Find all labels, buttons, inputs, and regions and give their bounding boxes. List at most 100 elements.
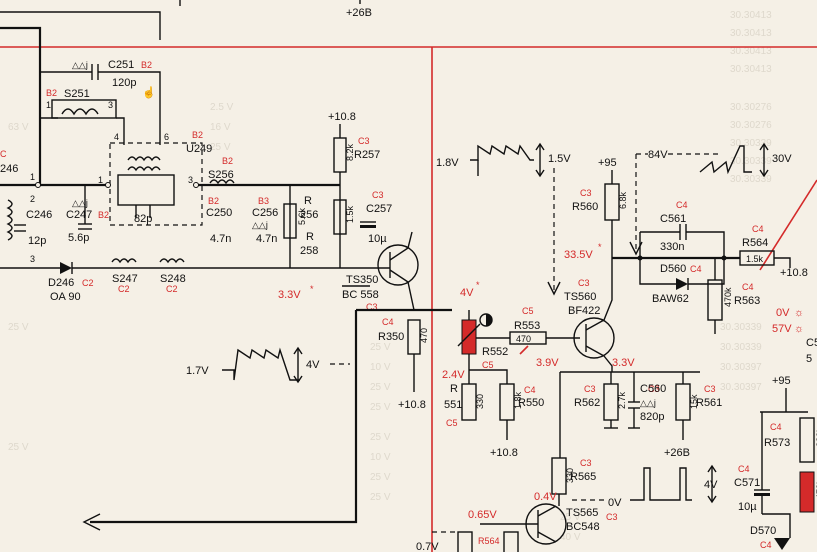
svg-text:*: * [310,284,314,294]
svg-text:6.8k: 6.8k [618,191,628,209]
svg-text:C5: C5 [482,360,494,370]
svg-text:C3: C3 [606,512,618,522]
r553-resistor: C5 R553 470 3.9V [476,306,580,369]
svg-text:120p: 120p [112,77,136,89]
svg-text:B2: B2 [98,210,109,220]
svg-text:R: R [450,383,458,395]
svg-text:5: 5 [806,353,812,365]
svg-text:C4: C4 [382,317,394,327]
svg-text:R552: R552 [482,346,508,358]
svg-text:1.8V: 1.8V [436,157,459,169]
svg-text:1: 1 [30,172,35,182]
svg-text:S256: S256 [208,169,234,181]
svg-text:C4: C4 [690,264,702,274]
svg-text:B2: B2 [141,60,152,70]
svg-text:470: 470 [419,328,429,343]
svg-text:U249: U249 [186,143,212,155]
svg-text:B3: B3 [258,196,269,206]
svg-text:84V: 84V [648,149,668,161]
svg-text:BC548: BC548 [566,521,600,533]
svg-text:C: C [0,149,7,159]
r350-resistor: C4 R350 470 +10.8 [82,308,452,531]
svg-text:25 V: 25 V [370,402,391,413]
svg-text:4.7n: 4.7n [256,233,277,245]
svg-text:30.30339: 30.30339 [730,138,772,149]
svg-text:C4: C4 [752,224,764,234]
svg-text:82p: 82p [134,213,152,225]
svg-text:470: 470 [516,334,531,344]
svg-text:4.7n: 4.7n [210,233,231,245]
svg-text:C4: C4 [760,540,772,550]
svg-text:R257: R257 [354,149,380,161]
svg-text:R560: R560 [572,201,598,213]
r562-c560-r561: C3 R562 2.7k C3 C560 △△j 820p 15k C3 R56… [559,371,722,459]
svg-text:△△j: △△j [72,198,88,208]
svg-text:4V: 4V [306,359,320,371]
svg-text:+95: +95 [772,375,791,387]
svg-text:10µ: 10µ [368,233,387,245]
svg-text:25 V: 25 V [8,442,29,453]
svg-text:3.3V: 3.3V [278,289,301,301]
ghost-table: 2.5 V 16 V 25 V 25 V 10 V 25 V 25 V 25 V… [8,10,772,543]
r552-trimmer: 4V * R552 C5 2.4V 330 R 551 C5 1.8k C4 R… [442,280,544,459]
svg-text:40 V: 40 V [560,532,581,543]
svg-text:+95: +95 [598,157,617,169]
svg-text:R553: R553 [514,320,540,332]
svg-text:C3: C3 [580,188,592,198]
svg-text:1: 1 [46,100,51,110]
svg-text:6: 6 [164,132,169,142]
svg-text:S251: S251 [64,88,90,100]
svg-text:2.7k: 2.7k [617,391,627,409]
frame-lines [0,46,817,552]
svg-text:258: 258 [300,245,318,257]
svg-text:30.30413: 30.30413 [730,10,772,21]
svg-text:8.2k: 8.2k [345,143,355,161]
sun-icon: ☼ [794,307,804,319]
svg-text:C4: C4 [770,422,782,432]
r560-resistor: +95 6.8k C3 R560 [572,157,628,258]
svg-text:D570: D570 [750,525,776,537]
svg-text:C4: C4 [738,464,750,474]
svg-text:R: R [306,231,314,243]
svg-text:30.30397: 30.30397 [720,362,762,373]
filter-section: B2 S256 B2 C250 4.7n B3 C256 △△j 4.7n 5.… [206,111,392,268]
svg-text:1.5k: 1.5k [746,254,764,264]
svg-text:2.5 V: 2.5 V [210,102,234,113]
svg-text:C2: C2 [82,278,94,288]
svg-text:S248: S248 [160,273,186,285]
sun-icon: ☼ [794,323,804,335]
svg-text:16 V: 16 V [210,122,231,133]
hand-cursor-icon: ☝ [142,85,156,99]
top-wiring: +26B [0,0,372,185]
svg-text:+26B: +26B [664,447,690,459]
svg-text:470k: 470k [723,287,733,307]
svg-text:C4: C4 [676,200,688,210]
svg-text:25 V: 25 V [370,492,391,503]
svg-text:+10.8: +10.8 [398,399,426,411]
svg-text:C257: C257 [366,203,392,215]
svg-text:C3: C3 [704,384,716,394]
svg-text:30.30339: 30.30339 [730,174,772,185]
svg-text:256: 256 [300,209,318,221]
svg-text:4V: 4V [460,287,474,299]
svg-text:R562: R562 [574,397,600,409]
svg-text:S247: S247 [112,273,138,285]
r573-c571-d570: +95 220k C4 R573 470k C4 C571 10µ D570 C… [734,375,817,550]
waveform-top-left: 1.8V 1.5V [436,142,571,296]
svg-text:220k: 220k [815,427,817,447]
svg-text:C3: C3 [584,384,596,394]
svg-text:C560: C560 [640,383,666,395]
svg-text:25 V: 25 V [370,382,391,393]
svg-text:△△j: △△j [640,398,656,408]
c251-capacitor: △△j C251 B2 120p ☝ [40,59,161,145]
svg-text:30.30339: 30.30339 [720,322,762,333]
svg-text:C246: C246 [26,209,52,221]
svg-text:C2: C2 [166,284,178,294]
svg-text:R561: R561 [696,397,722,409]
svg-text:B2: B2 [192,130,203,140]
svg-text:30.30276: 30.30276 [730,102,772,113]
svg-text:C3: C3 [358,136,370,146]
svg-text:330n: 330n [660,241,684,253]
svg-text:B2: B2 [46,88,57,98]
svg-text:C251: C251 [108,59,134,71]
